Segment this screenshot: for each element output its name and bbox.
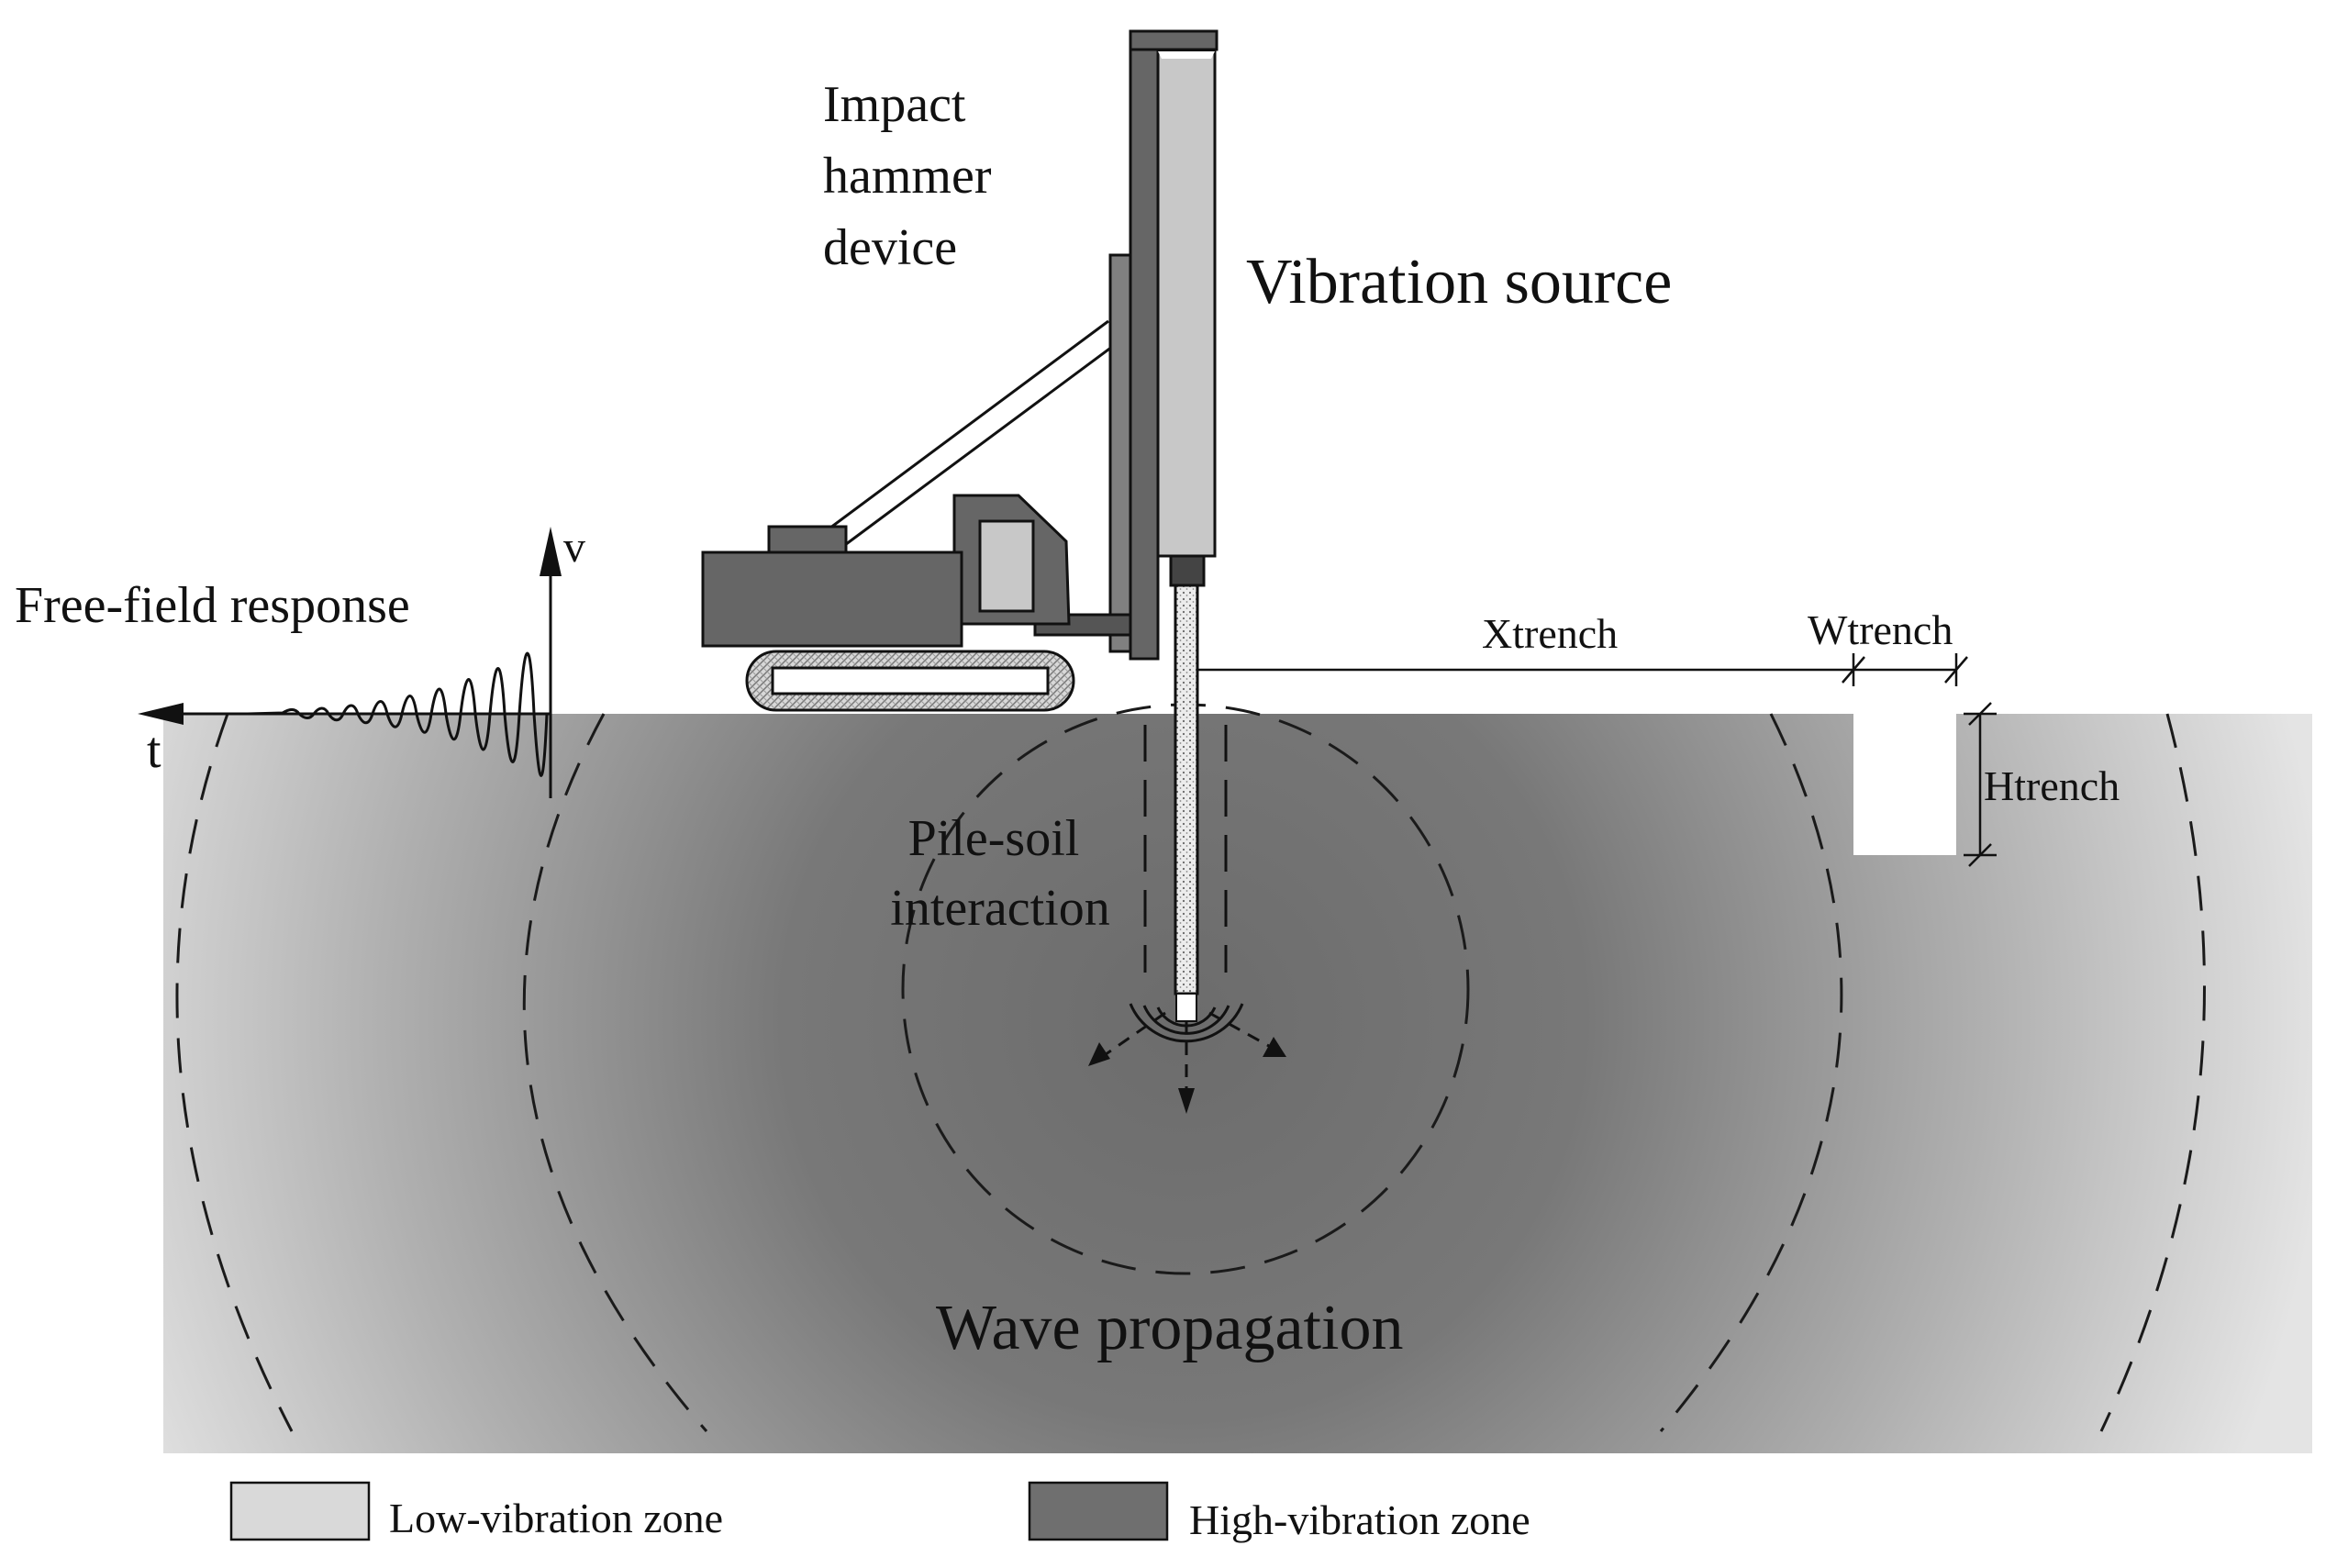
legend-swatch-high (1028, 1481, 1169, 1541)
axis-t-label: t (147, 722, 161, 779)
pile (1174, 584, 1199, 995)
legend-label-low: Low-vibration zone (389, 1495, 723, 1541)
vibration-source-label: Vibration source (1246, 247, 1672, 317)
pile-driver-machine (701, 29, 1219, 712)
free-field-plot (138, 527, 562, 798)
dimension-lines (1197, 653, 1997, 867)
hammer (1156, 50, 1217, 558)
wave-front-middle-right (1659, 713, 1843, 1432)
helmet (1169, 554, 1206, 587)
wave-front-outer-right (2099, 713, 2206, 1432)
axis-v-label: v (563, 523, 585, 572)
impact-hammer-label: Impact hammer device (823, 76, 1004, 276)
axis-v-arrow (540, 527, 562, 576)
machine-body (701, 550, 963, 648)
trench (1853, 714, 1956, 855)
legend-label-high: High-vibration zone (1189, 1496, 1530, 1543)
tip-arrow-heads (1088, 1037, 1286, 1114)
axis-t-arrow (138, 703, 184, 725)
wave-front-middle (522, 713, 708, 1432)
legend: Low-vibration zone High-vibration zone (229, 1481, 1530, 1543)
xtrench-label: Xtrench (1482, 610, 1618, 657)
mast (1129, 31, 1160, 661)
wave-propagation-label: Wave propagation (936, 1293, 1403, 1363)
wtrench-label: Wtrench (1808, 606, 1953, 653)
pile-guides (1143, 725, 1228, 973)
free-field-response-label: Free-field response (15, 577, 410, 634)
pile-tip (1175, 993, 1197, 1022)
htrench-label: Htrench (1984, 762, 2120, 809)
pile-soil-label: Pile-soil interaction (890, 810, 1109, 937)
response-signal (247, 651, 549, 777)
wave-front-outer (175, 713, 294, 1432)
legend-swatch-low (229, 1481, 371, 1541)
